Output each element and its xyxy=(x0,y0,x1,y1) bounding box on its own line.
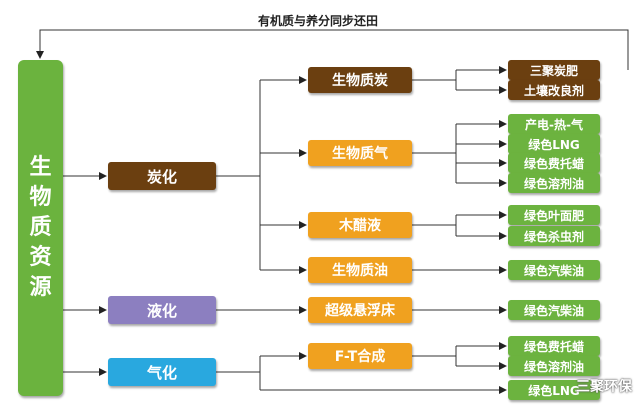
node-liquefaction: 液化 xyxy=(108,296,216,324)
node-green-ft-wax: 绿色费托蜡 xyxy=(508,153,600,173)
node-green-solvent-oil: 绿色溶剂油 xyxy=(508,356,600,376)
node-green-solvent-oil: 绿色溶剂油 xyxy=(508,173,600,193)
node-green-lng: 绿色LNG xyxy=(508,380,600,400)
node-green-ft-wax: 绿色费托蜡 xyxy=(508,336,600,356)
root-char: 源 xyxy=(29,275,52,300)
node-green-foliar-fertilizer: 绿色叶面肥 xyxy=(508,205,600,225)
node-wood-vinegar: 木醋液 xyxy=(308,212,412,238)
root-char: 质 xyxy=(29,215,52,240)
node-gasification: 气化 xyxy=(108,358,216,386)
node-sanju-carbon-fertilizer: 三聚炭肥 xyxy=(508,60,600,80)
node-power-heat-gas: 产电-热-气 xyxy=(508,114,600,134)
node-carbonization: 炭化 xyxy=(108,162,216,190)
node-green-gasoline-diesel: 绿色汽柴油 xyxy=(508,300,600,320)
watermark: 三聚环保 xyxy=(576,379,632,395)
node-green-lng: 绿色LNG xyxy=(508,134,600,154)
node-biogas: 生物质气 xyxy=(308,140,412,166)
node-soil-conditioner: 土壤改良剂 xyxy=(508,80,600,100)
node-green-insecticide: 绿色杀虫剂 xyxy=(508,226,600,246)
node-green-gasoline-diesel: 绿色汽柴油 xyxy=(508,260,600,280)
root-char: 物 xyxy=(29,185,52,210)
node-super-suspension-bed: 超级悬浮床 xyxy=(308,297,412,323)
diagram-title: 有机质与养分同步还田 xyxy=(257,14,378,28)
root-char: 资 xyxy=(29,245,52,270)
root-char: 生 xyxy=(29,155,52,180)
node-biochar: 生物质炭 xyxy=(308,67,412,93)
root-node-biomass-resource: 生 物 质 资 源 xyxy=(18,60,63,396)
node-bio-oil: 生物质油 xyxy=(308,257,412,283)
node-ft-synthesis: F-T合成 xyxy=(308,343,412,369)
